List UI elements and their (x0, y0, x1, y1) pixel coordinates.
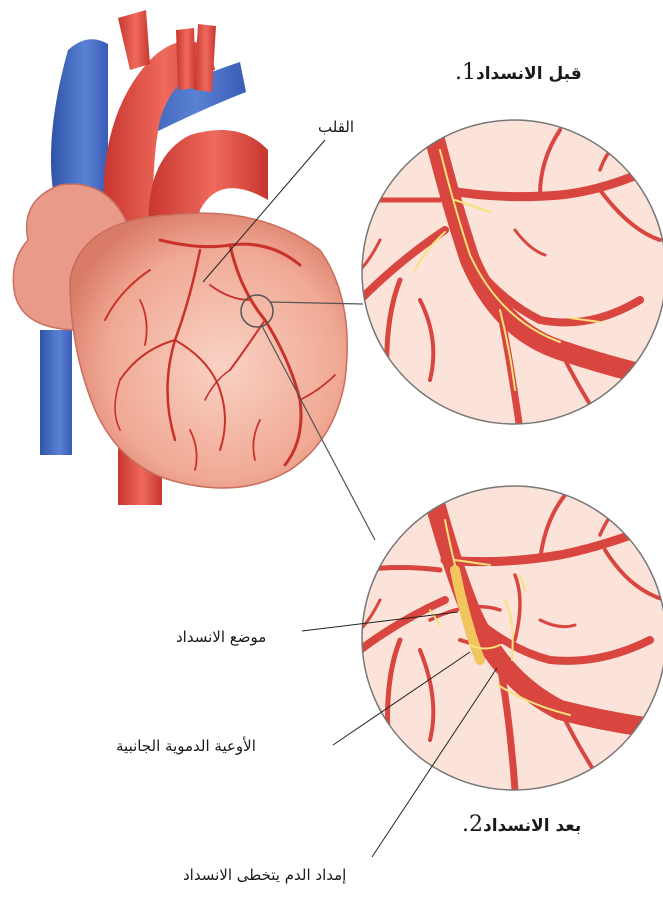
step-after-label: بعد الانسداد (483, 816, 581, 836)
step-after-number: 2. (462, 812, 483, 837)
inferior-vena-cava (40, 330, 72, 455)
step-before-label: قبل الانسداد (476, 64, 582, 84)
before-blockage-view (360, 120, 663, 430)
label-collateral-vessels: الأوعية الدموية الجانبية (116, 737, 256, 755)
label-heart: القلب (318, 118, 354, 136)
heart-ventricles (70, 213, 347, 488)
label-blockage-site: موضع الانسداد (176, 628, 266, 646)
label-bypass-supply: إمداد الدم يتخطى الانسداد (183, 866, 346, 884)
carotid-artery (176, 28, 196, 90)
step-before-title: قبل الانسداد1. (455, 60, 582, 85)
step-before-number: 1. (455, 60, 476, 85)
heart-illustration (13, 10, 347, 505)
after-blockage-view (360, 485, 663, 790)
step-after-title: بعد الانسداد2. (462, 812, 581, 837)
brachiocephalic-artery (118, 10, 150, 70)
